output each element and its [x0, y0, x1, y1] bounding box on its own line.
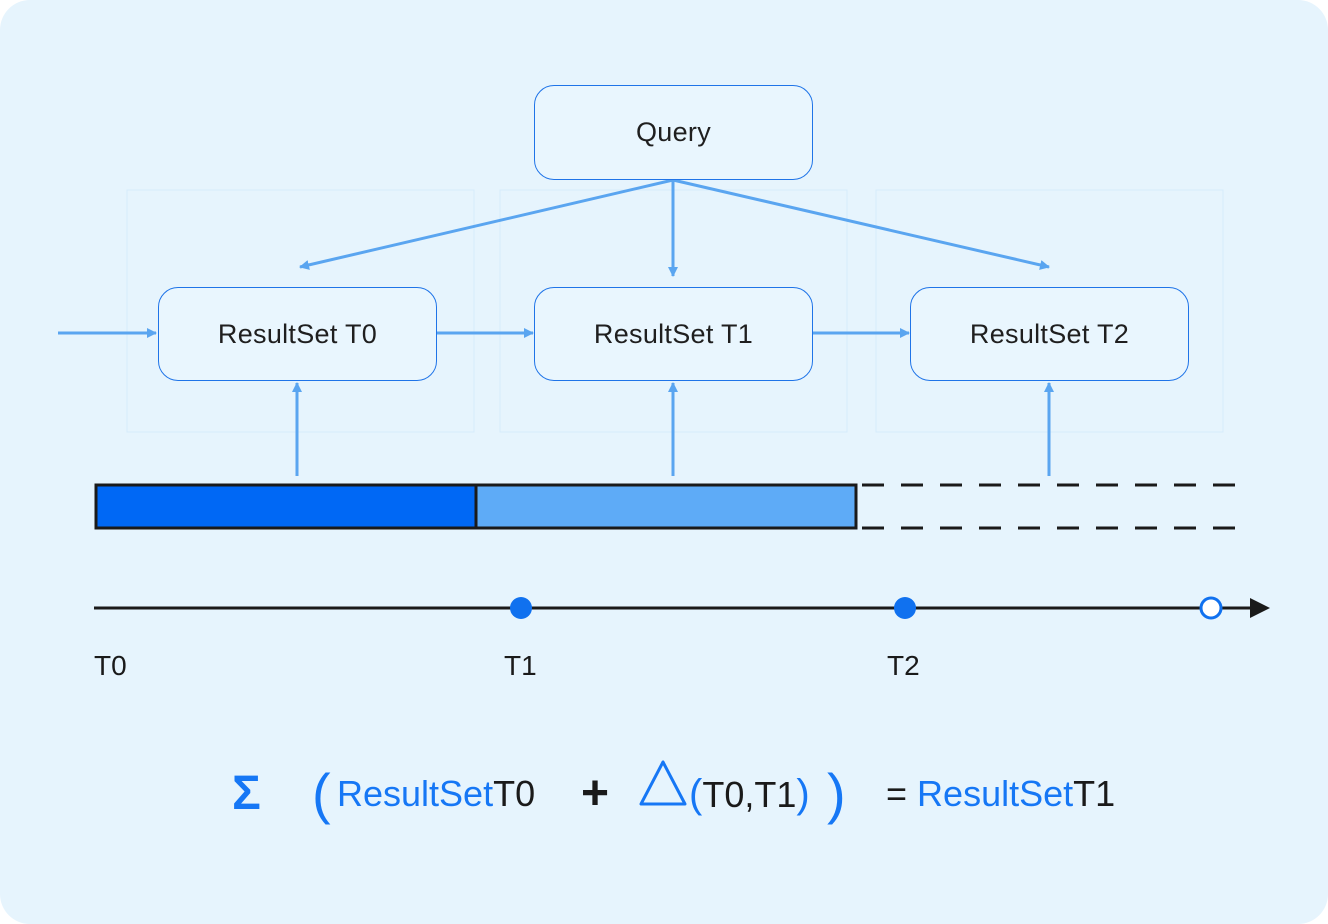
hollow-circle-icon	[1199, 596, 1223, 620]
up-arrows	[292, 382, 1054, 476]
tick-label-t0: T0	[94, 650, 127, 681]
formula-delta-args: (T0,T1)	[689, 752, 810, 836]
arrow-query-to-t2	[672, 178, 1050, 270]
timeline-axis	[94, 596, 1270, 620]
result-name: ResultSet	[917, 773, 1074, 814]
tick-label-t2: T2	[887, 650, 920, 681]
resultset-t0-node: ResultSet T0	[158, 287, 437, 381]
term1-name: ResultSet	[337, 773, 494, 814]
formula-close-paren: )	[827, 752, 846, 836]
resultset-t2-node: ResultSet T2	[910, 287, 1189, 381]
segment-bar	[94, 483, 1245, 530]
dot-t1	[510, 597, 532, 619]
plus-symbol: +	[581, 767, 610, 820]
arrow-right-icon	[1250, 598, 1270, 618]
result-suffix: T1	[1073, 773, 1116, 814]
dot-t2	[894, 597, 916, 619]
open-paren: (	[312, 762, 331, 825]
query-label: Query	[635, 117, 712, 147]
sigma-symbol: Σ	[232, 767, 261, 820]
delta-args: T0,T1	[702, 774, 797, 815]
arrow-query-to-t0	[299, 178, 674, 270]
resultset-t0-label: ResultSet T0	[217, 318, 378, 349]
term1-suffix: T0	[493, 773, 536, 814]
segment-t1	[474, 483, 858, 530]
formula-open-paren: (	[312, 752, 331, 836]
resultset-t1-label: ResultSet T1	[593, 318, 754, 349]
equals-sign: =	[886, 773, 908, 814]
formula-sigma: Σ	[232, 752, 261, 836]
formula-result: = ResultSetT1	[886, 752, 1115, 836]
resultset-t1-node: ResultSet T1	[534, 287, 813, 381]
delta-close-paren: )	[796, 772, 810, 816]
tick-label-t1: T1	[504, 650, 537, 681]
resultset-t2-label: ResultSet T2	[969, 318, 1130, 349]
close-paren: )	[827, 762, 846, 825]
query-node: Query	[534, 85, 813, 180]
formula-term1: ResultSetT0	[337, 752, 535, 836]
panel-t0	[126, 189, 475, 433]
query-arrows	[299, 178, 1050, 277]
delta-triangle-icon	[639, 760, 687, 806]
formula-plus: +	[581, 752, 609, 836]
delta-open-paren: (	[689, 772, 703, 816]
segment-t0	[94, 483, 478, 530]
